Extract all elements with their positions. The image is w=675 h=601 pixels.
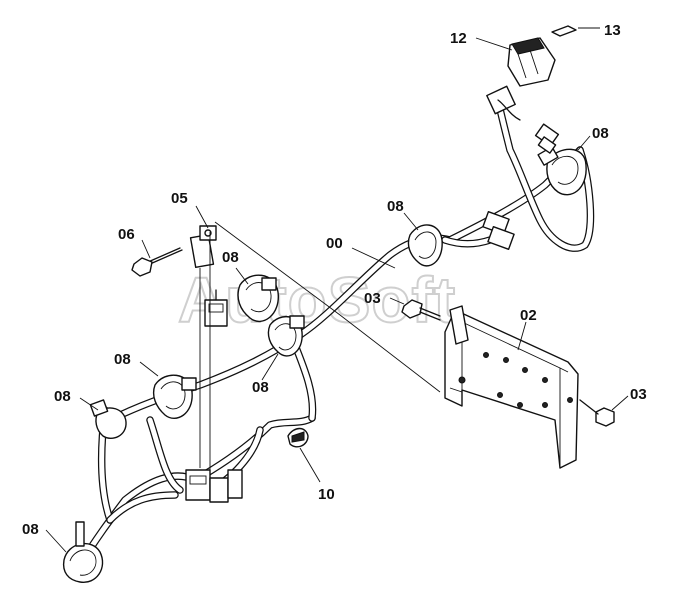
socket-12 (486, 37, 556, 121)
callout-06: 06 (118, 226, 135, 243)
clamp-08-bottom-left (62, 521, 104, 583)
clamp-08-upper-right (537, 146, 587, 196)
part-13-plate (551, 25, 577, 37)
clamp-08-far-left (89, 399, 127, 440)
clamp-08-left-upper (237, 274, 279, 323)
callout-02: 02 (520, 307, 537, 324)
connector-near-05 (204, 289, 228, 327)
callout-00: 00 (326, 235, 343, 252)
callout-05: 05 (171, 190, 188, 207)
callout-03: 03 (630, 386, 647, 403)
connector-bottom-cluster (185, 469, 243, 503)
callout-08: 08 (22, 521, 39, 538)
callout-08: 08 (222, 249, 239, 266)
assembly-lines (199, 221, 463, 472)
callout-13: 13 (604, 22, 621, 39)
clamp-08-center (267, 315, 305, 357)
grommet-10 (287, 427, 309, 448)
bolt-03-right (579, 399, 615, 427)
bolt-03-upper (401, 299, 441, 321)
connector-08-right-pigtail (534, 123, 560, 154)
leader-lines (45, 27, 629, 553)
clamp-08-left (152, 374, 197, 419)
connector-upper-right (482, 211, 515, 250)
callout-08: 08 (592, 125, 609, 142)
callouts: 12 13 08 05 06 08 00 08 03 02 08 08 08 0… (22, 22, 647, 538)
callout-08: 08 (387, 198, 404, 215)
callout-08: 08 (54, 388, 71, 405)
callout-10: 10 (318, 486, 335, 503)
callout-12: 12 (450, 30, 467, 47)
callout-08: 08 (114, 351, 131, 368)
bolt-06 (131, 247, 183, 277)
relay-05 (189, 225, 217, 269)
callout-08: 08 (252, 379, 269, 396)
callout-03: 03 (364, 290, 381, 307)
bracket-02 (444, 305, 579, 469)
clamp-08-middle (407, 224, 443, 267)
